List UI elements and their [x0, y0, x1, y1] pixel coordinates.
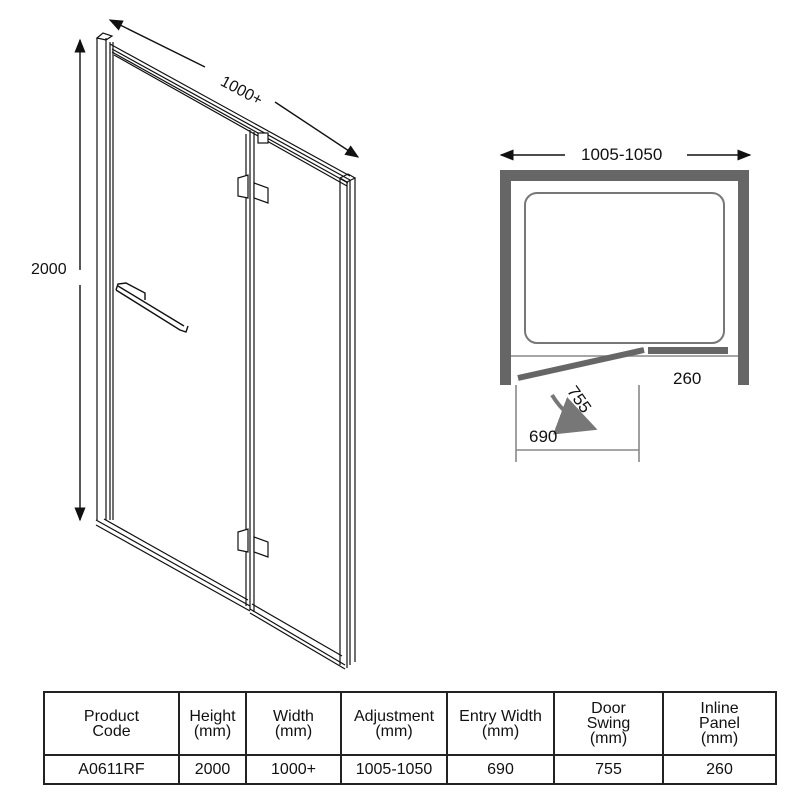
- right-wall-profile: [338, 173, 357, 668]
- width-dimension-arrow: [108, 19, 360, 158]
- inline-panel: [648, 347, 728, 354]
- upper-hinge: [237, 132, 269, 204]
- shower-tray-outline: [524, 192, 725, 344]
- header-adjustment: Adjustment (mm): [340, 691, 448, 756]
- door-hinge-post: [245, 130, 255, 612]
- cell-product-code: A0611RF: [43, 754, 180, 785]
- isometric-door-drawing: [74, 19, 360, 670]
- cell-entry-width: 690: [446, 754, 555, 785]
- cell-width: 1000+: [245, 754, 342, 785]
- header-door-swing: Door Swing (mm): [553, 691, 664, 756]
- header-height: Height (mm): [178, 691, 247, 756]
- inline-panel-label: 260: [673, 369, 702, 388]
- overall-width-label: 1005-1050: [581, 145, 663, 164]
- table-row: A0611RF 2000 1000+ 1005-1050 690 755 260: [43, 754, 777, 785]
- door-swing-arrow: [550, 393, 598, 435]
- top-rail: [109, 43, 351, 187]
- height-dimension-label: 2000: [31, 261, 67, 278]
- cell-height: 2000: [178, 754, 247, 785]
- header-inline-panel: Inline Panel (mm): [662, 691, 777, 756]
- entry-width-dimension: [515, 385, 640, 462]
- header-width: Width (mm): [245, 691, 342, 756]
- specification-table: Product Code Height (mm) Width (mm) Adju…: [43, 691, 777, 785]
- lower-hinge: [237, 528, 269, 558]
- cell-inline-panel: 260: [662, 754, 777, 785]
- table-header-row: Product Code Height (mm) Width (mm) Adju…: [43, 691, 777, 756]
- enclosure-walls: [500, 170, 749, 385]
- cell-door-swing: 755: [553, 754, 664, 785]
- header-product-code: Product Code: [43, 691, 180, 756]
- door-panel-open: [517, 347, 645, 381]
- door-handle: [115, 282, 189, 333]
- plan-view-drawing: [499, 149, 752, 462]
- header-entry-width: Entry Width (mm): [446, 691, 555, 756]
- cell-adjustment: 1005-1050: [340, 754, 448, 785]
- bottom-rail: [95, 518, 346, 670]
- entry-width-label: 690: [529, 427, 558, 446]
- left-wall-profile: [95, 32, 114, 520]
